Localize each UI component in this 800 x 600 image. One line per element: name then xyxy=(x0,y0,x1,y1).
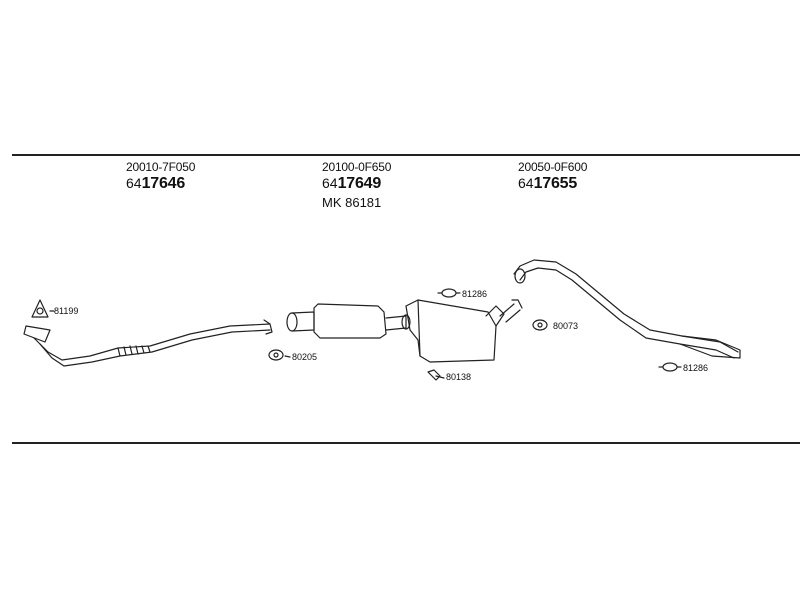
gasket-rear-label: 80073 xyxy=(553,321,578,331)
bracket-tail-label: 81286 xyxy=(683,363,708,373)
gasket-mid-icon xyxy=(268,349,291,361)
gasket-mid-label: 80205 xyxy=(292,352,317,362)
bottom-divider xyxy=(12,442,800,444)
clamp-rear-label: 80138 xyxy=(446,372,471,382)
tail-pipe-icon xyxy=(513,259,741,359)
part-number: 6417655 xyxy=(518,175,578,192)
part-number: 6417646 xyxy=(126,175,186,192)
part-group-center-muffler: 20100-0F650 6417649 MK 86181 xyxy=(322,161,391,209)
center-muffler-icon xyxy=(286,303,411,339)
part-group-tail-pipe: 20050-0F600 6417655 xyxy=(518,161,587,192)
bracket-tail-icon xyxy=(658,362,682,372)
bracket-top-icon xyxy=(437,288,461,298)
gasket-rear-icon xyxy=(532,319,548,331)
gasket-front-label: 81199 xyxy=(54,306,78,316)
clamp-rear-icon xyxy=(427,369,445,381)
oe-number: 20010-7F050 xyxy=(126,160,196,174)
mounting-kit-number: MK 86181 xyxy=(322,195,382,210)
top-divider xyxy=(12,154,800,156)
bracket-top-label: 81286 xyxy=(462,289,487,299)
gasket-front-icon xyxy=(31,299,55,318)
oe-number: 20050-0F600 xyxy=(518,160,588,174)
oe-number: 20100-0F650 xyxy=(322,160,392,174)
rear-muffler-icon xyxy=(405,299,523,363)
part-number: 6417649 xyxy=(322,175,382,192)
front-pipe-icon xyxy=(23,319,273,367)
part-group-front-pipe: 20010-7F050 6417646 xyxy=(126,161,195,192)
